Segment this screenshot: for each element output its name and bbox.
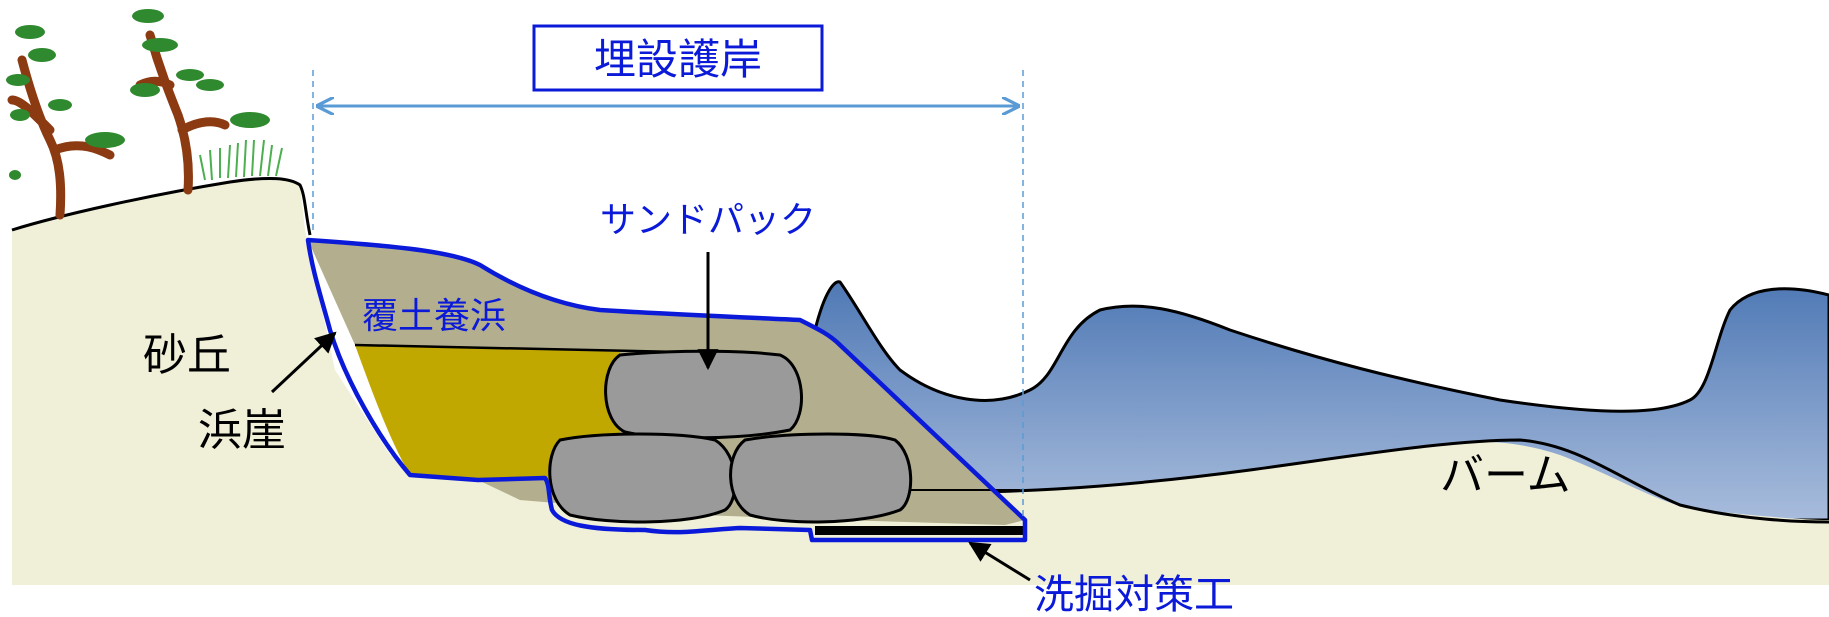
- title-text: 埋設護岸: [594, 35, 762, 84]
- revetment-blue-outline: [305, 237, 1028, 543]
- sand-ground: [12, 178, 1829, 585]
- sea-water: [813, 280, 1829, 522]
- pine-tree-left: [6, 25, 125, 220]
- scour-protection-arrow: [968, 541, 1031, 582]
- scarp-arrow: [270, 331, 337, 394]
- pine-tree-right: [130, 9, 270, 195]
- sandpack-bottom-left: [548, 432, 737, 524]
- cover-nourishment-label: 覆土養浜: [362, 296, 506, 337]
- layer-boundary-line: [354, 343, 681, 354]
- scarp-label: 浜崖: [198, 405, 286, 456]
- berm-label: バーム: [1440, 450, 1571, 501]
- dune-outline: [11, 176, 312, 236]
- scour-protection-mat: [815, 526, 1025, 535]
- title-box: [532, 24, 824, 92]
- sandpack-bottom-right: [729, 432, 913, 524]
- dune-label: 砂丘: [143, 330, 231, 381]
- sandpack-label: サンドパック: [600, 200, 816, 241]
- sandpack-top: [604, 349, 803, 440]
- berm-outline: [899, 438, 1829, 524]
- grass-tuft: [199, 139, 283, 181]
- scour-protection-label: 洗掘対策工: [1034, 572, 1234, 617]
